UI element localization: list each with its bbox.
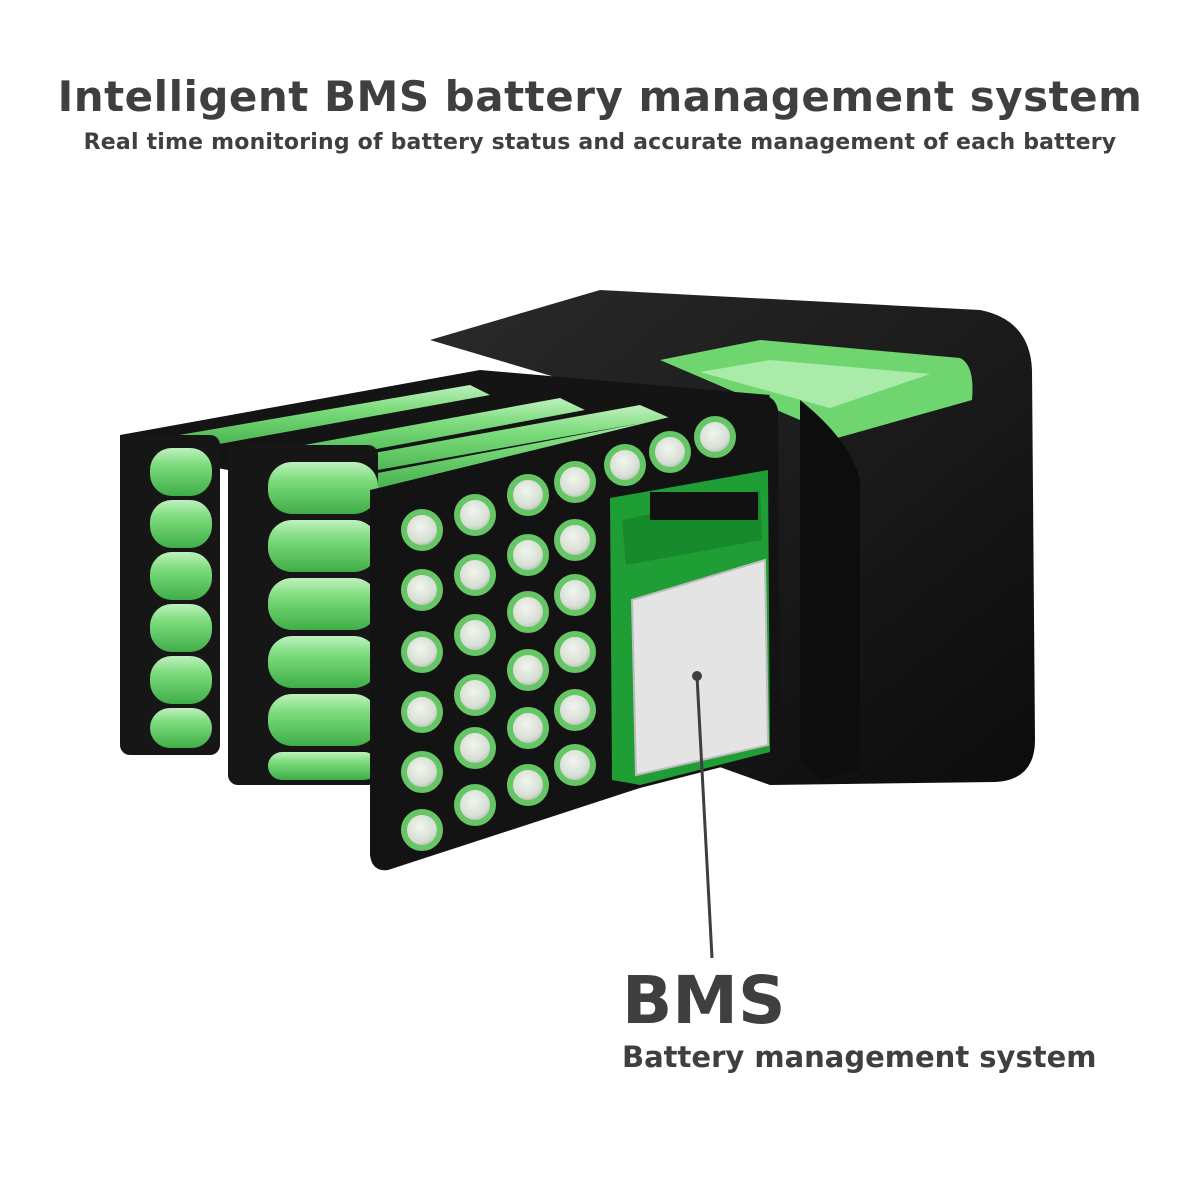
page-title: Intelligent BMS battery management syste… bbox=[57, 72, 1143, 121]
bms-chip bbox=[630, 558, 770, 777]
bms-callout-pointer bbox=[692, 671, 714, 959]
page-subtitle: Real time monitoring of battery status a… bbox=[83, 130, 1117, 155]
side-cell-stack-left bbox=[120, 435, 220, 755]
side-cell-stack-middle bbox=[228, 445, 378, 785]
bms-label: BMS bbox=[622, 962, 786, 1039]
bms-caption: Battery management system bbox=[622, 1040, 1097, 1074]
cell-holder-front-face bbox=[370, 395, 780, 871]
